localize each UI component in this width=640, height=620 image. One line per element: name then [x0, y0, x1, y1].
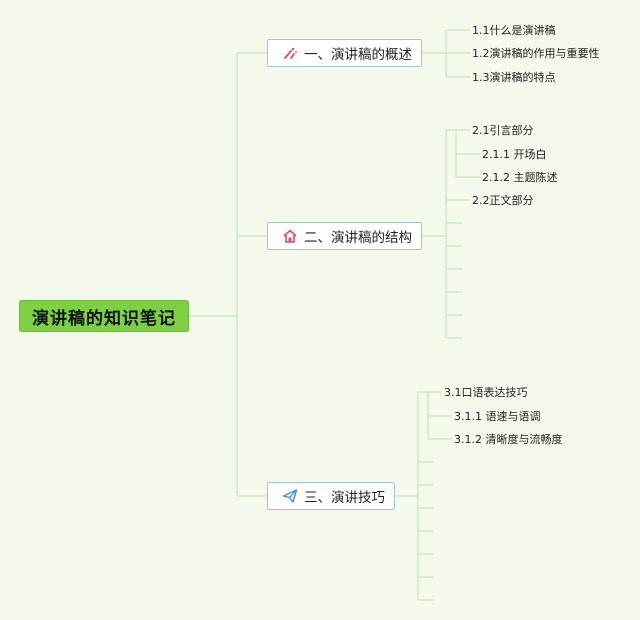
- leaf-3-1-2[interactable]: 3.1.2 清晰度与流畅度: [454, 433, 563, 446]
- home-icon: [282, 228, 298, 244]
- leaf-2-1[interactable]: 2.1引言部分: [472, 124, 534, 137]
- branch-techniques-label: 三、演讲技巧: [304, 490, 385, 506]
- leaf-1-3[interactable]: 1.3演讲稿的特点: [472, 71, 556, 84]
- leaf-2-2[interactable]: 2.2正文部分: [472, 194, 534, 207]
- branch-techniques[interactable]: 三、演讲技巧: [267, 482, 395, 510]
- leaf-3-1-1[interactable]: 3.1.1 语速与语调: [454, 410, 541, 423]
- branch-overview[interactable]: 一、演讲稿的概述: [267, 39, 422, 67]
- paper-plane-icon: [282, 488, 298, 504]
- leaf-2-1-2[interactable]: 2.1.2 主题陈述: [482, 171, 558, 184]
- leaf-3-1[interactable]: 3.1口语表达技巧: [444, 386, 528, 399]
- branch-structure-label: 二、演讲稿的结构: [304, 230, 412, 246]
- root-topic-label: 演讲稿的知识笔记: [32, 308, 176, 329]
- root-topic[interactable]: 演讲稿的知识笔记: [19, 300, 189, 332]
- leaf-2-1-1[interactable]: 2.1.1 开场白: [482, 148, 547, 161]
- leaf-1-1[interactable]: 1.1什么是演讲稿: [472, 24, 556, 37]
- branch-structure[interactable]: 二、演讲稿的结构: [267, 222, 422, 250]
- leaf-1-2[interactable]: 1.2演讲稿的作用与重要性: [472, 47, 600, 60]
- sparkle-pen-icon: [282, 45, 298, 61]
- branch-overview-label: 一、演讲稿的概述: [304, 47, 412, 63]
